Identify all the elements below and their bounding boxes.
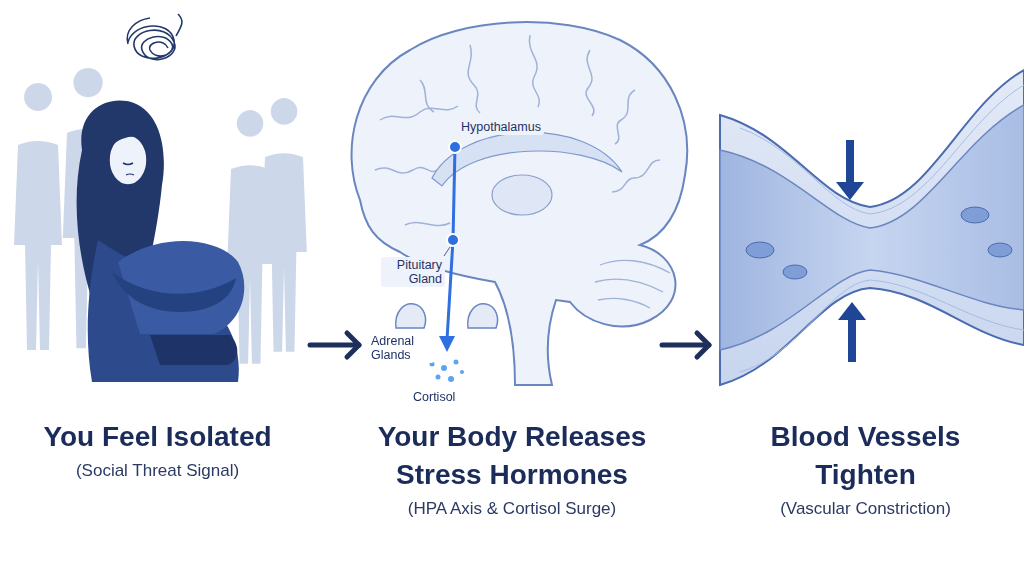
- arrow-shaft: [662, 343, 709, 348]
- drawing-part: [595, 260, 670, 308]
- part-label: Pituitary Gland: [381, 257, 445, 287]
- drawing-part: [468, 45, 480, 113]
- drawing-part: [836, 182, 864, 200]
- drawing-part: [150, 335, 237, 365]
- isolated-person: [77, 101, 245, 382]
- blood-vessel: [720, 70, 1024, 385]
- constriction-arrows: [836, 140, 866, 362]
- flow-arrow: [662, 333, 709, 357]
- adrenal-glands: [396, 304, 498, 328]
- drawing-part: [600, 260, 670, 273]
- drawing-part: [740, 85, 1024, 214]
- drawing-part: [420, 80, 434, 112]
- drawing-part: [439, 336, 455, 352]
- drawing-part: [14, 83, 62, 350]
- flow-arrow: [310, 333, 359, 357]
- drawing-part: [449, 141, 461, 153]
- part-label: Cortisol: [410, 389, 458, 405]
- drawing-part: [112, 272, 236, 312]
- drawing-part: [454, 360, 459, 365]
- drawing-part: [380, 106, 458, 120]
- drawing-part: [595, 279, 663, 292]
- step-panel: You Feel Isolated (Social Threat Signal): [5, 0, 310, 545]
- drawing-part: [126, 174, 134, 175]
- drawing-part: [468, 304, 498, 328]
- drawing-part: [746, 207, 1012, 279]
- drawing-part: [838, 302, 866, 320]
- drawing-part: [110, 127, 150, 149]
- step-subtitle: (Vascular Constriction): [741, 498, 991, 520]
- drawing-part: [615, 90, 635, 144]
- drawing-part: [612, 160, 660, 192]
- step-subtitle: (HPA Axis & Cortisol Surge): [362, 498, 662, 520]
- arrow-head: [347, 333, 359, 357]
- cortisol-dots: [430, 360, 465, 383]
- drawing-part: [396, 304, 426, 328]
- step-heading: Blood Vessels Tighten: [741, 418, 991, 494]
- drawing-part: [988, 243, 1012, 257]
- part-label: Adrenal Glands: [368, 333, 434, 363]
- drawing-part: [961, 207, 989, 223]
- drawing-part: [261, 98, 307, 352]
- crowd-silhouettes: [14, 68, 307, 364]
- drawing-part: [586, 50, 594, 116]
- drawing-part: [444, 247, 450, 256]
- drawing-part: [492, 175, 552, 215]
- worry-scribble: [127, 14, 182, 60]
- drawing-part: [598, 298, 650, 308]
- drawing-part: [375, 167, 437, 173]
- step-subtitle: (Social Threat Signal): [8, 460, 308, 482]
- drawing-part: [441, 365, 447, 371]
- drawing-part: [848, 318, 856, 362]
- part-label: Hypothalamus: [458, 119, 544, 135]
- drawing-part: [375, 35, 660, 226]
- brain-drawing: [352, 22, 688, 385]
- drawing-part: [783, 265, 807, 279]
- step-heading: Your Body Releases Stress Hormones: [362, 418, 662, 494]
- drawing-part: [405, 222, 450, 225]
- drawing-part: [123, 163, 133, 165]
- step-heading: You Feel Isolated: [8, 418, 308, 456]
- drawing-part: [460, 370, 464, 374]
- drawing-part: [720, 105, 1024, 350]
- arrow-shaft: [310, 343, 359, 348]
- drawing-part: [740, 280, 1024, 372]
- drawing-part: [448, 376, 454, 382]
- drawing-part: [436, 375, 441, 380]
- drawing-part: [529, 35, 539, 107]
- drawing-part: [447, 234, 459, 246]
- drawing-part: [352, 22, 688, 385]
- drawing-part: [720, 70, 1024, 385]
- drawing-part: [846, 140, 854, 184]
- step-panel: Blood Vessels Tighten (Vascular Constrict…: [712, 0, 1019, 545]
- arrow-head: [697, 333, 709, 357]
- drawing-part: [740, 85, 1024, 372]
- drawing-part: [746, 242, 774, 258]
